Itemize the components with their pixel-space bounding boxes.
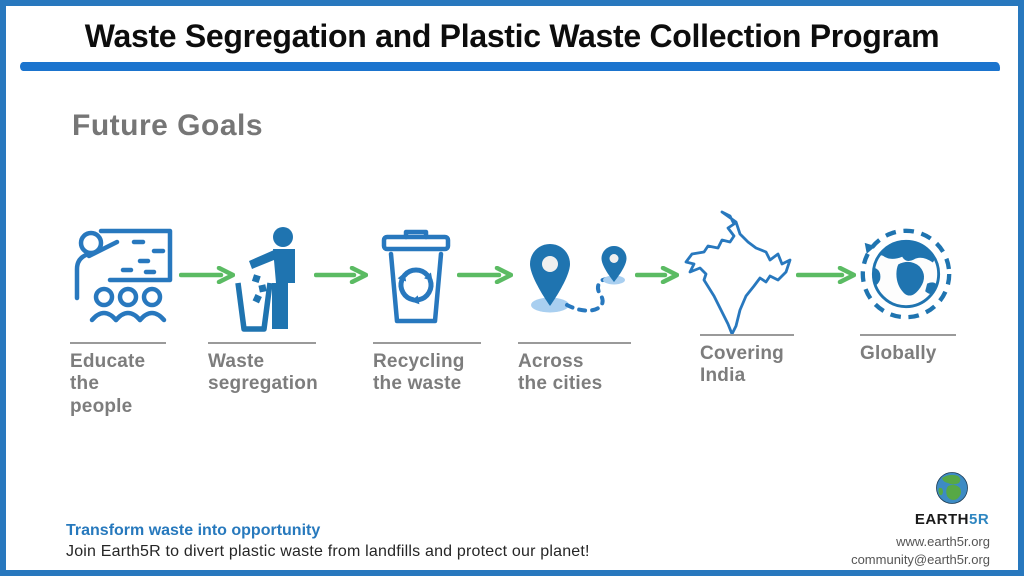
step-label: Educate the people — [70, 342, 166, 418]
page-title: Waste Segregation and Plastic Waste Coll… — [84, 18, 940, 54]
step-label: Covering India — [700, 334, 794, 388]
step-label: Waste segregation — [208, 342, 318, 396]
recycle-bin-icon — [372, 227, 460, 330]
earth5r-globe-logo — [934, 472, 970, 510]
map-pins-route-icon — [514, 239, 638, 324]
website-url: www.earth5r.org — [896, 534, 990, 549]
person-litter-bin-icon — [232, 225, 310, 338]
globe-orbit-icon — [858, 226, 954, 327]
title-underline — [20, 62, 1000, 71]
step-label: Recycling the waste — [373, 342, 481, 396]
footer-headline: Transform waste into opportunity — [66, 522, 321, 539]
step-label: Globally — [860, 334, 956, 365]
flow-arrow-icon — [313, 265, 369, 289]
footer-tagline: Join Earth5R to divert plastic waste fro… — [66, 543, 590, 560]
contact-block: www.earth5r.org community@earth5r.org — [851, 533, 990, 568]
brand-block: EARTH5R — [912, 470, 992, 528]
classroom-presentation-icon — [64, 222, 178, 329]
brand-name-primary: EARTH — [914, 511, 969, 528]
india-map-icon — [682, 208, 794, 343]
flow-arrow-icon — [634, 265, 680, 289]
contact-email: community@earth5r.org — [851, 551, 990, 567]
section-heading: Future Goals — [72, 109, 264, 142]
brand-name-suffix: 5R — [968, 511, 990, 528]
flow-arrow-icon — [795, 265, 857, 289]
flow-arrow-icon — [456, 265, 514, 289]
brand-name: EARTH5R — [912, 511, 992, 528]
step-label: Across the cities — [518, 342, 631, 396]
flow-arrow-icon — [178, 265, 236, 289]
